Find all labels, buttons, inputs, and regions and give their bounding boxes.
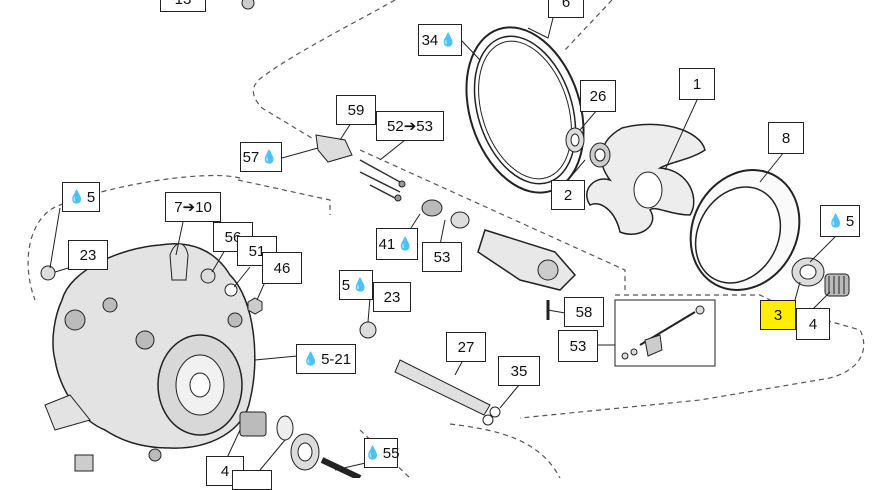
- part-callout-41[interactable]: 41💧: [376, 228, 418, 260]
- callout-number: 1: [692, 75, 702, 93]
- part-callout-2[interactable]: 2: [551, 180, 585, 210]
- oil-drop-icon: 💧: [352, 277, 369, 292]
- hardware-part: [200, 0, 377, 339]
- callout-number: 51: [248, 242, 266, 260]
- part-callout-4-right[interactable]: 4: [796, 308, 830, 340]
- linkage-detail-part: [614, 299, 716, 367]
- part-callout-5-right[interactable]: 💧5: [820, 205, 860, 237]
- callout-number: 2: [563, 186, 573, 204]
- callout-number: 8: [781, 129, 791, 147]
- oil-drop-icon: 💧: [68, 189, 85, 204]
- part-callout-59[interactable]: 59: [336, 95, 376, 125]
- callout-number: 41: [378, 235, 396, 253]
- part-callout-3-highlighted[interactable]: 3: [760, 300, 796, 330]
- impeller-part: [586, 123, 706, 235]
- exploded-parts-diagram: [27, 0, 865, 478]
- part-callout-27[interactable]: 27: [446, 332, 486, 362]
- part-callout-23-mid[interactable]: 23: [373, 282, 411, 312]
- callout-number: 53: [569, 337, 587, 355]
- callout-number: 55: [382, 444, 400, 462]
- part-callout-5-top-left[interactable]: 💧5: [62, 182, 100, 212]
- part-callout-1[interactable]: 1: [679, 68, 715, 100]
- callout-number: 34: [421, 31, 439, 49]
- part-callout-7-10[interactable]: 7➔10: [165, 192, 221, 222]
- part-callout-52-53[interactable]: 52➔53: [376, 111, 444, 141]
- callout-number: 23: [383, 288, 401, 306]
- oil-drop-icon: 💧: [302, 351, 320, 366]
- callout-number: 58: [575, 303, 593, 321]
- part-callout-51[interactable]: 51: [237, 236, 277, 266]
- part-callout-35[interactable]: 35: [498, 356, 540, 386]
- callout-number: 5: [341, 276, 351, 294]
- callout-number: 4: [808, 315, 818, 333]
- oil-drop-icon: 💧: [261, 149, 278, 164]
- callout-number: 7➔10: [174, 199, 212, 216]
- part-callout-46[interactable]: 46: [262, 252, 302, 284]
- part-callout-top[interactable]: 13: [160, 0, 206, 12]
- part-callout-6[interactable]: 6: [548, 0, 584, 18]
- callout-number: 52➔53: [387, 118, 433, 135]
- callout-number: 23: [79, 246, 97, 264]
- part-callout-5-mid[interactable]: 5💧: [339, 270, 373, 300]
- callout-number: 59: [347, 101, 365, 119]
- oil-drop-icon: 💧: [364, 445, 381, 460]
- housing-part: [44, 243, 256, 472]
- linkage-part: [315, 134, 577, 320]
- callout-number: 4: [220, 462, 230, 480]
- bushing-part: [565, 127, 611, 168]
- callout-number: 27: [457, 338, 475, 356]
- seal-and-bearing-part: [40, 257, 850, 297]
- callout-number: 5-21: [321, 350, 352, 368]
- wear-ring-part: [689, 169, 801, 291]
- shaft-part: [394, 359, 501, 426]
- part-callout-58[interactable]: 58: [564, 297, 604, 327]
- part-callout-bottom-blank[interactable]: [232, 470, 272, 490]
- callout-number: 53: [433, 248, 451, 266]
- part-callout-55[interactable]: 💧55: [364, 438, 400, 468]
- callout-number: 6: [561, 0, 571, 11]
- callout-number: 13: [175, 0, 192, 8]
- part-callout-53-mid[interactable]: 53: [422, 242, 462, 272]
- callout-number: 26: [589, 87, 607, 105]
- part-callout-26[interactable]: 26: [580, 80, 616, 112]
- oil-drop-icon: 💧: [440, 32, 457, 47]
- callout-number: 5: [845, 212, 855, 230]
- oil-drop-icon: 💧: [397, 236, 414, 251]
- oil-drop-icon: 💧: [827, 213, 844, 228]
- callout-number: 3: [773, 306, 783, 324]
- callout-number: 35: [510, 362, 528, 380]
- callout-number: 5: [86, 188, 96, 206]
- part-callout-57[interactable]: 57💧: [240, 142, 282, 172]
- part-callout-5-21[interactable]: 💧5-21: [296, 344, 356, 374]
- callout-number: 46: [273, 259, 291, 277]
- part-callout-23-left[interactable]: 23: [68, 240, 108, 270]
- part-callout-34[interactable]: 34💧: [418, 24, 462, 56]
- part-callout-53-detail[interactable]: 53: [558, 330, 598, 362]
- callout-number: 57: [242, 148, 260, 166]
- part-callout-8[interactable]: 8: [768, 122, 804, 154]
